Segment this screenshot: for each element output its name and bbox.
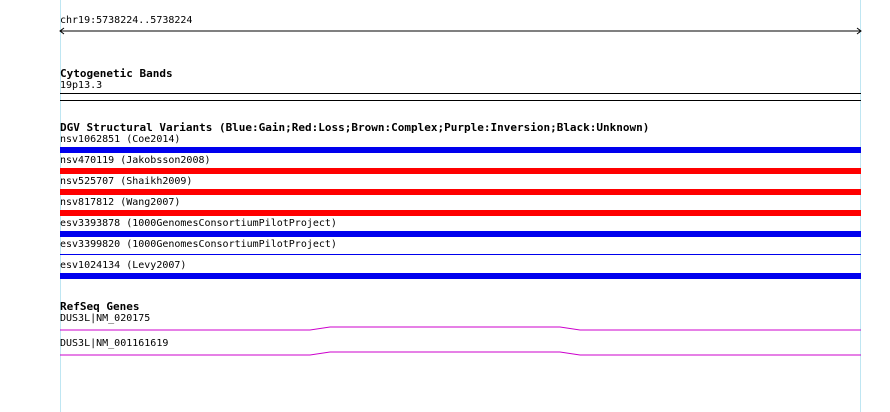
dgv-feature-bar-loss[interactable] xyxy=(60,210,861,216)
cytoband-line-top[interactable] xyxy=(60,93,861,94)
dgv-track-title: DGV Structural Variants (Blue:Gain;Red:L… xyxy=(60,121,650,134)
dgv-feature-label[interactable]: nsv1062851 (Coe2014) xyxy=(60,134,181,145)
refseq-track-title: RefSeq Genes xyxy=(60,300,140,313)
gene-model-line[interactable] xyxy=(60,325,861,331)
dgv-feature-label[interactable]: esv3393878 (1000GenomesConsortiumPilotPr… xyxy=(60,218,337,229)
dgv-feature-bar-loss[interactable] xyxy=(60,189,861,195)
gene-label[interactable]: DUS3L|NM_020175 xyxy=(60,313,151,324)
dgv-feature-bar-gain[interactable] xyxy=(60,231,861,237)
dgv-feature-label[interactable]: nsv470119 (Jakobsson2008) xyxy=(60,155,211,166)
dgv-feature-bar-gain[interactable] xyxy=(60,273,861,279)
dgv-feature-label[interactable]: nsv525707 (Shaikh2009) xyxy=(60,176,193,187)
dgv-feature-label[interactable]: esv3399820 (1000GenomesConsortiumPilotPr… xyxy=(60,239,337,250)
gene-model-line[interactable] xyxy=(60,350,861,356)
dgv-feature-bar-gain[interactable] xyxy=(60,147,861,153)
left-guide-line xyxy=(60,0,61,412)
dgv-feature-bar-loss[interactable] xyxy=(60,168,861,174)
gene-label[interactable]: DUS3L|NM_001161619 xyxy=(60,338,169,349)
dgv-feature-bar-gain-thin[interactable] xyxy=(60,254,861,255)
ruler-label: chr19:5738224..5738224 xyxy=(60,15,193,26)
ruler-arrow xyxy=(59,27,862,35)
cytoband-track-title: Cytogenetic Bands xyxy=(60,67,173,80)
right-guide-line xyxy=(860,0,861,412)
cytoband-line-bottom xyxy=(60,100,861,101)
cytoband-label[interactable]: 19p13.3 xyxy=(60,80,103,91)
dgv-feature-label[interactable]: nsv817812 (Wang2007) xyxy=(60,197,181,208)
dgv-feature-label[interactable]: esv1024134 (Levy2007) xyxy=(60,260,187,271)
